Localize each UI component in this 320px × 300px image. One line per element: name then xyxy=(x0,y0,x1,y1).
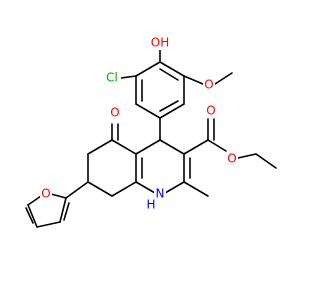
label-background xyxy=(154,188,166,201)
bond-double xyxy=(25,207,34,224)
bond xyxy=(27,195,42,206)
bond xyxy=(183,75,204,85)
bond-aromatic xyxy=(159,68,179,81)
furan-oxygen-label: O xyxy=(41,187,50,201)
label-background xyxy=(109,106,121,120)
bond xyxy=(36,221,61,228)
bond xyxy=(207,139,227,152)
bond xyxy=(135,61,161,77)
bond xyxy=(65,181,89,199)
bond xyxy=(135,181,156,194)
bond-double xyxy=(63,202,70,221)
bond xyxy=(50,193,67,199)
label-background xyxy=(146,198,156,211)
bond xyxy=(59,197,67,223)
label-background xyxy=(205,104,217,118)
chlorine-label: Cl xyxy=(106,71,118,85)
hydroxyl-label: OH xyxy=(151,36,169,50)
ester-carbonyl-oxygen-label: O xyxy=(206,104,215,118)
bond xyxy=(237,153,257,159)
bond xyxy=(159,139,185,155)
bond xyxy=(183,139,209,155)
methoxy-oxygen-label: O xyxy=(204,78,213,92)
bond xyxy=(87,181,113,197)
nitrogen-hydrogen-label: H xyxy=(146,198,155,212)
bond xyxy=(120,75,137,79)
label-background xyxy=(149,36,171,50)
bond xyxy=(87,139,113,155)
ring-nitrogen-label: N xyxy=(156,187,165,201)
atom-labels: OH Cl O O O O N H O xyxy=(40,36,238,212)
ketone-oxygen-label: O xyxy=(110,106,119,120)
label-background xyxy=(40,187,52,201)
bond xyxy=(135,103,161,119)
label-background xyxy=(105,71,121,85)
bond xyxy=(255,153,277,169)
bond-aromatic xyxy=(159,100,179,112)
bond xyxy=(27,204,38,228)
bond-lines xyxy=(25,49,277,228)
bond xyxy=(135,139,161,155)
bond xyxy=(183,181,209,197)
bond xyxy=(111,139,137,155)
label-background xyxy=(226,152,238,166)
molecule-structure: OH Cl O O O O N H O xyxy=(25,36,277,228)
ester-ether-oxygen-label: O xyxy=(227,152,236,166)
molecule-diagram: OH Cl O O O O N H O xyxy=(25,35,277,228)
bond xyxy=(164,181,185,194)
bond xyxy=(214,72,233,85)
bond xyxy=(111,181,137,197)
bond xyxy=(159,103,185,119)
bond xyxy=(159,61,185,77)
label-background xyxy=(203,78,215,92)
